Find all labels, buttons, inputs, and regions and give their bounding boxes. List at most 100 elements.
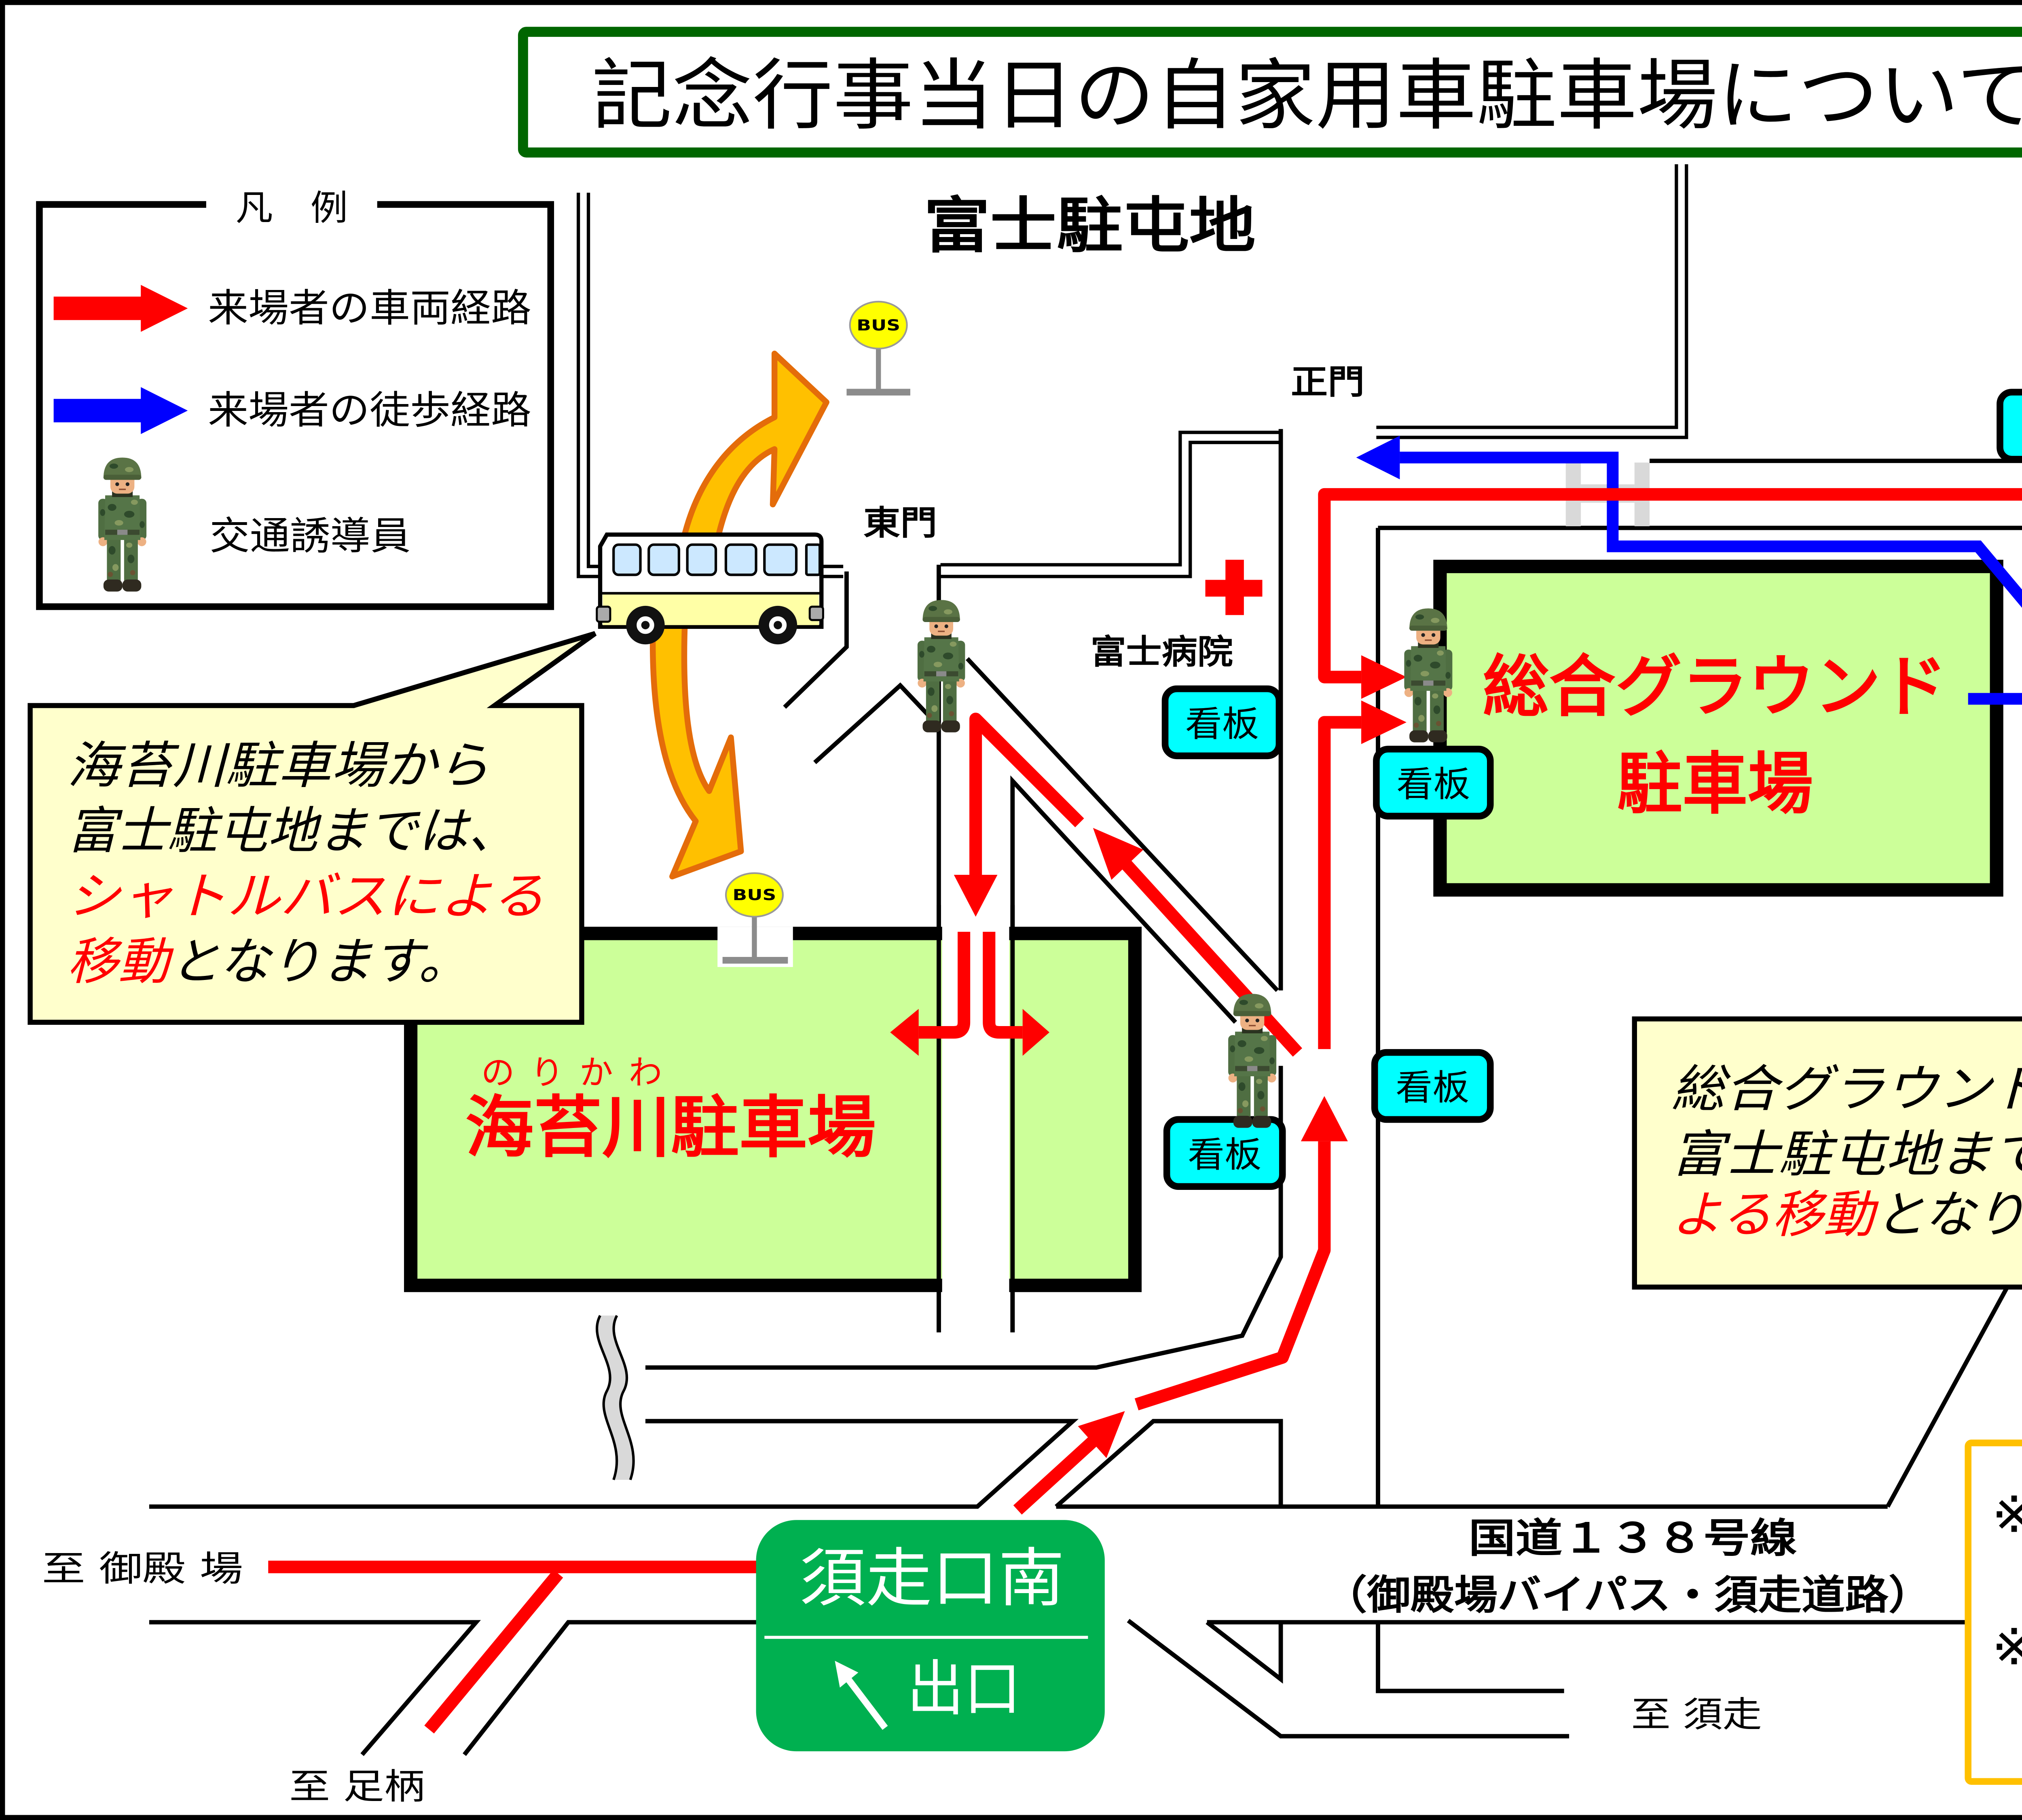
east-gate-fence-b bbox=[940, 440, 1281, 578]
vehicle-route-from-ashigara bbox=[424, 1569, 563, 1734]
ground-parking-area bbox=[1433, 559, 2003, 897]
vehicle-route-from-exit bbox=[1013, 1437, 1098, 1515]
highway-name: 国道１３８号線 bbox=[1468, 1515, 1797, 1562]
signboard-label: 看板 bbox=[1396, 1067, 1469, 1108]
vehicle-route-arrowhead bbox=[1361, 700, 1407, 744]
vehicle-routes bbox=[268, 488, 2022, 1734]
callout-text: 海苔川駐車場から bbox=[67, 737, 490, 795]
camp-fence-east-a bbox=[1376, 164, 1678, 429]
notice-box: ※二輪車の方も同駐車場 をご利用ください。 ※バスの駐車場はご用意 しておりませ… bbox=[1965, 1439, 2022, 1785]
bus-stop-pole bbox=[752, 915, 757, 961]
signboard: 看板 bbox=[1163, 1116, 1286, 1190]
notice-line: ※バスの駐車場はご用意 bbox=[1992, 1618, 2022, 1676]
road-edge bbox=[813, 682, 931, 764]
callout-text: 富士駐屯地までは、 bbox=[67, 802, 518, 860]
main-gate-label: 正門 bbox=[1291, 362, 1364, 402]
vehicle-route-to-norikawa bbox=[1122, 860, 1303, 1057]
vehicle-route-arrowhead bbox=[1078, 1411, 1125, 1458]
vehicle-route-norikawa-right bbox=[983, 931, 1023, 1039]
bus-stop-base bbox=[846, 389, 910, 396]
exit-sign-board bbox=[756, 1520, 1105, 1752]
walking-route-line bbox=[1400, 451, 2022, 705]
legend-label-traffic-guide: 交通誘導員 bbox=[209, 514, 410, 559]
orange-curved-arrow-icon bbox=[674, 351, 829, 581]
legend-label-vehicle-route: 来場者の車両経路 bbox=[208, 286, 531, 330]
signboard-label: 看板 bbox=[1188, 1134, 1261, 1175]
signboard-box bbox=[1161, 685, 1283, 760]
vehicle-route-main bbox=[1318, 488, 2022, 684]
signboard-label: 看板 bbox=[1396, 764, 1470, 805]
road-edge bbox=[1055, 1419, 1283, 1509]
vehicle-route-arrowhead bbox=[890, 1009, 919, 1056]
vehicle-route-arrowhead bbox=[1361, 655, 1407, 699]
callout-highlight: よる移動 bbox=[1671, 1186, 1879, 1244]
callout-text: 富士駐屯地までは、 bbox=[1671, 1126, 2022, 1184]
hospital-label: 富士病院 bbox=[1091, 632, 1233, 671]
signboard: 看板 bbox=[1161, 685, 1283, 760]
direction-gotemba: 至 御殿 場 bbox=[42, 1548, 243, 1589]
signboard: 看板 bbox=[1371, 1049, 1494, 1123]
walking-route-arrowhead bbox=[1356, 436, 1400, 480]
callout-bubble bbox=[1632, 1016, 2022, 1290]
signboard-box bbox=[1373, 745, 1494, 820]
road-edge bbox=[463, 1620, 758, 1756]
notice-line: ※二輪車の方も同駐車場 bbox=[1992, 1486, 2022, 1544]
page-title: 記念行事当日の自家用車駐車場について bbox=[592, 51, 2022, 140]
vehicle-route-norikawa-left bbox=[918, 931, 971, 1039]
bus-stop-base bbox=[722, 957, 788, 964]
callout-line: 移動となります。 bbox=[67, 933, 470, 991]
callout-text: となります。 bbox=[169, 933, 470, 991]
highway-south-edge bbox=[149, 1620, 481, 1756]
signboard: 看板 bbox=[1373, 745, 1494, 820]
signboard-box bbox=[1163, 1116, 1286, 1190]
shuttle-bus-icon bbox=[596, 532, 824, 645]
bus-bumper bbox=[596, 605, 611, 623]
vehicle-route-arrowhead bbox=[954, 874, 998, 917]
signboard-box bbox=[1371, 1049, 1494, 1123]
exit-sign-label: 出口 bbox=[907, 1654, 1021, 1724]
signboard-label: 看板 bbox=[2021, 407, 2022, 448]
road-break-line bbox=[596, 1315, 618, 1480]
camp-fence-east-b bbox=[1376, 164, 1688, 439]
callout-line: シャトルバスによる bbox=[67, 868, 545, 926]
camp-name: 富士駐屯地 bbox=[924, 191, 1256, 261]
direction-subashiri: 至 須走 bbox=[1631, 1694, 1762, 1735]
callout-line: 富士駐屯地までは、徒歩に bbox=[1671, 1126, 2022, 1184]
road-edge bbox=[937, 905, 1015, 1333]
road-edge bbox=[1650, 459, 2022, 463]
legend-label-walking-route: 来場者の徒歩経路 bbox=[208, 388, 531, 433]
blue-arrow-icon bbox=[53, 387, 188, 434]
east-gate-fence-a bbox=[940, 430, 1281, 567]
bus-stop-plate bbox=[725, 872, 784, 918]
walking-route bbox=[1356, 436, 2022, 705]
legend-heading-mask bbox=[206, 194, 377, 215]
bus-stop-label: BUS bbox=[857, 316, 900, 334]
road-edge bbox=[783, 571, 849, 709]
exit-sign-name: 須走口南 bbox=[799, 1542, 1064, 1616]
legend: 凡 例 来場者の車両経路 来場者の徒歩経路 交通誘導員 bbox=[36, 187, 554, 610]
road-edge bbox=[149, 1419, 1079, 1509]
callout-line: 海苔川駐車場から bbox=[67, 737, 490, 795]
ground-parking-name-line2: 駐車場 bbox=[1617, 745, 1813, 823]
bus-bumper bbox=[808, 605, 824, 621]
vehicle-route-arrowhead bbox=[1093, 827, 1144, 880]
norikawa-parking-name: 海苔川駐車場 bbox=[465, 1089, 876, 1167]
callout-line: 総合グラウンド駐車場から bbox=[1671, 1060, 2022, 1118]
signboard-label: 看板 bbox=[1185, 703, 1259, 745]
east-gate-label: 東門 bbox=[863, 503, 937, 542]
bus-stop-sign-icon: BUS bbox=[717, 872, 793, 967]
road-break-line bbox=[612, 1315, 635, 1480]
bus-windows bbox=[612, 543, 821, 576]
road-edge bbox=[1127, 1619, 1569, 1739]
callout-norikawa-shuttle: 海苔川駐車場から 富士駐屯地までは、 シャトルバスによる 移動となります。 bbox=[27, 631, 597, 1025]
vehicle-route-from-exit bbox=[1134, 1141, 1331, 1411]
direction-ashigara: 至 足柄 bbox=[289, 1766, 425, 1807]
notice-frame bbox=[1965, 1439, 2022, 1785]
orange-curved-arrow-icon bbox=[649, 600, 744, 880]
exit-sign: 須走口南 出口 bbox=[756, 1520, 1105, 1752]
norikawa-road-gap bbox=[942, 918, 1009, 1304]
highway-subtitle: （御殿場バイパス・須走道路） bbox=[1324, 1572, 1932, 1619]
